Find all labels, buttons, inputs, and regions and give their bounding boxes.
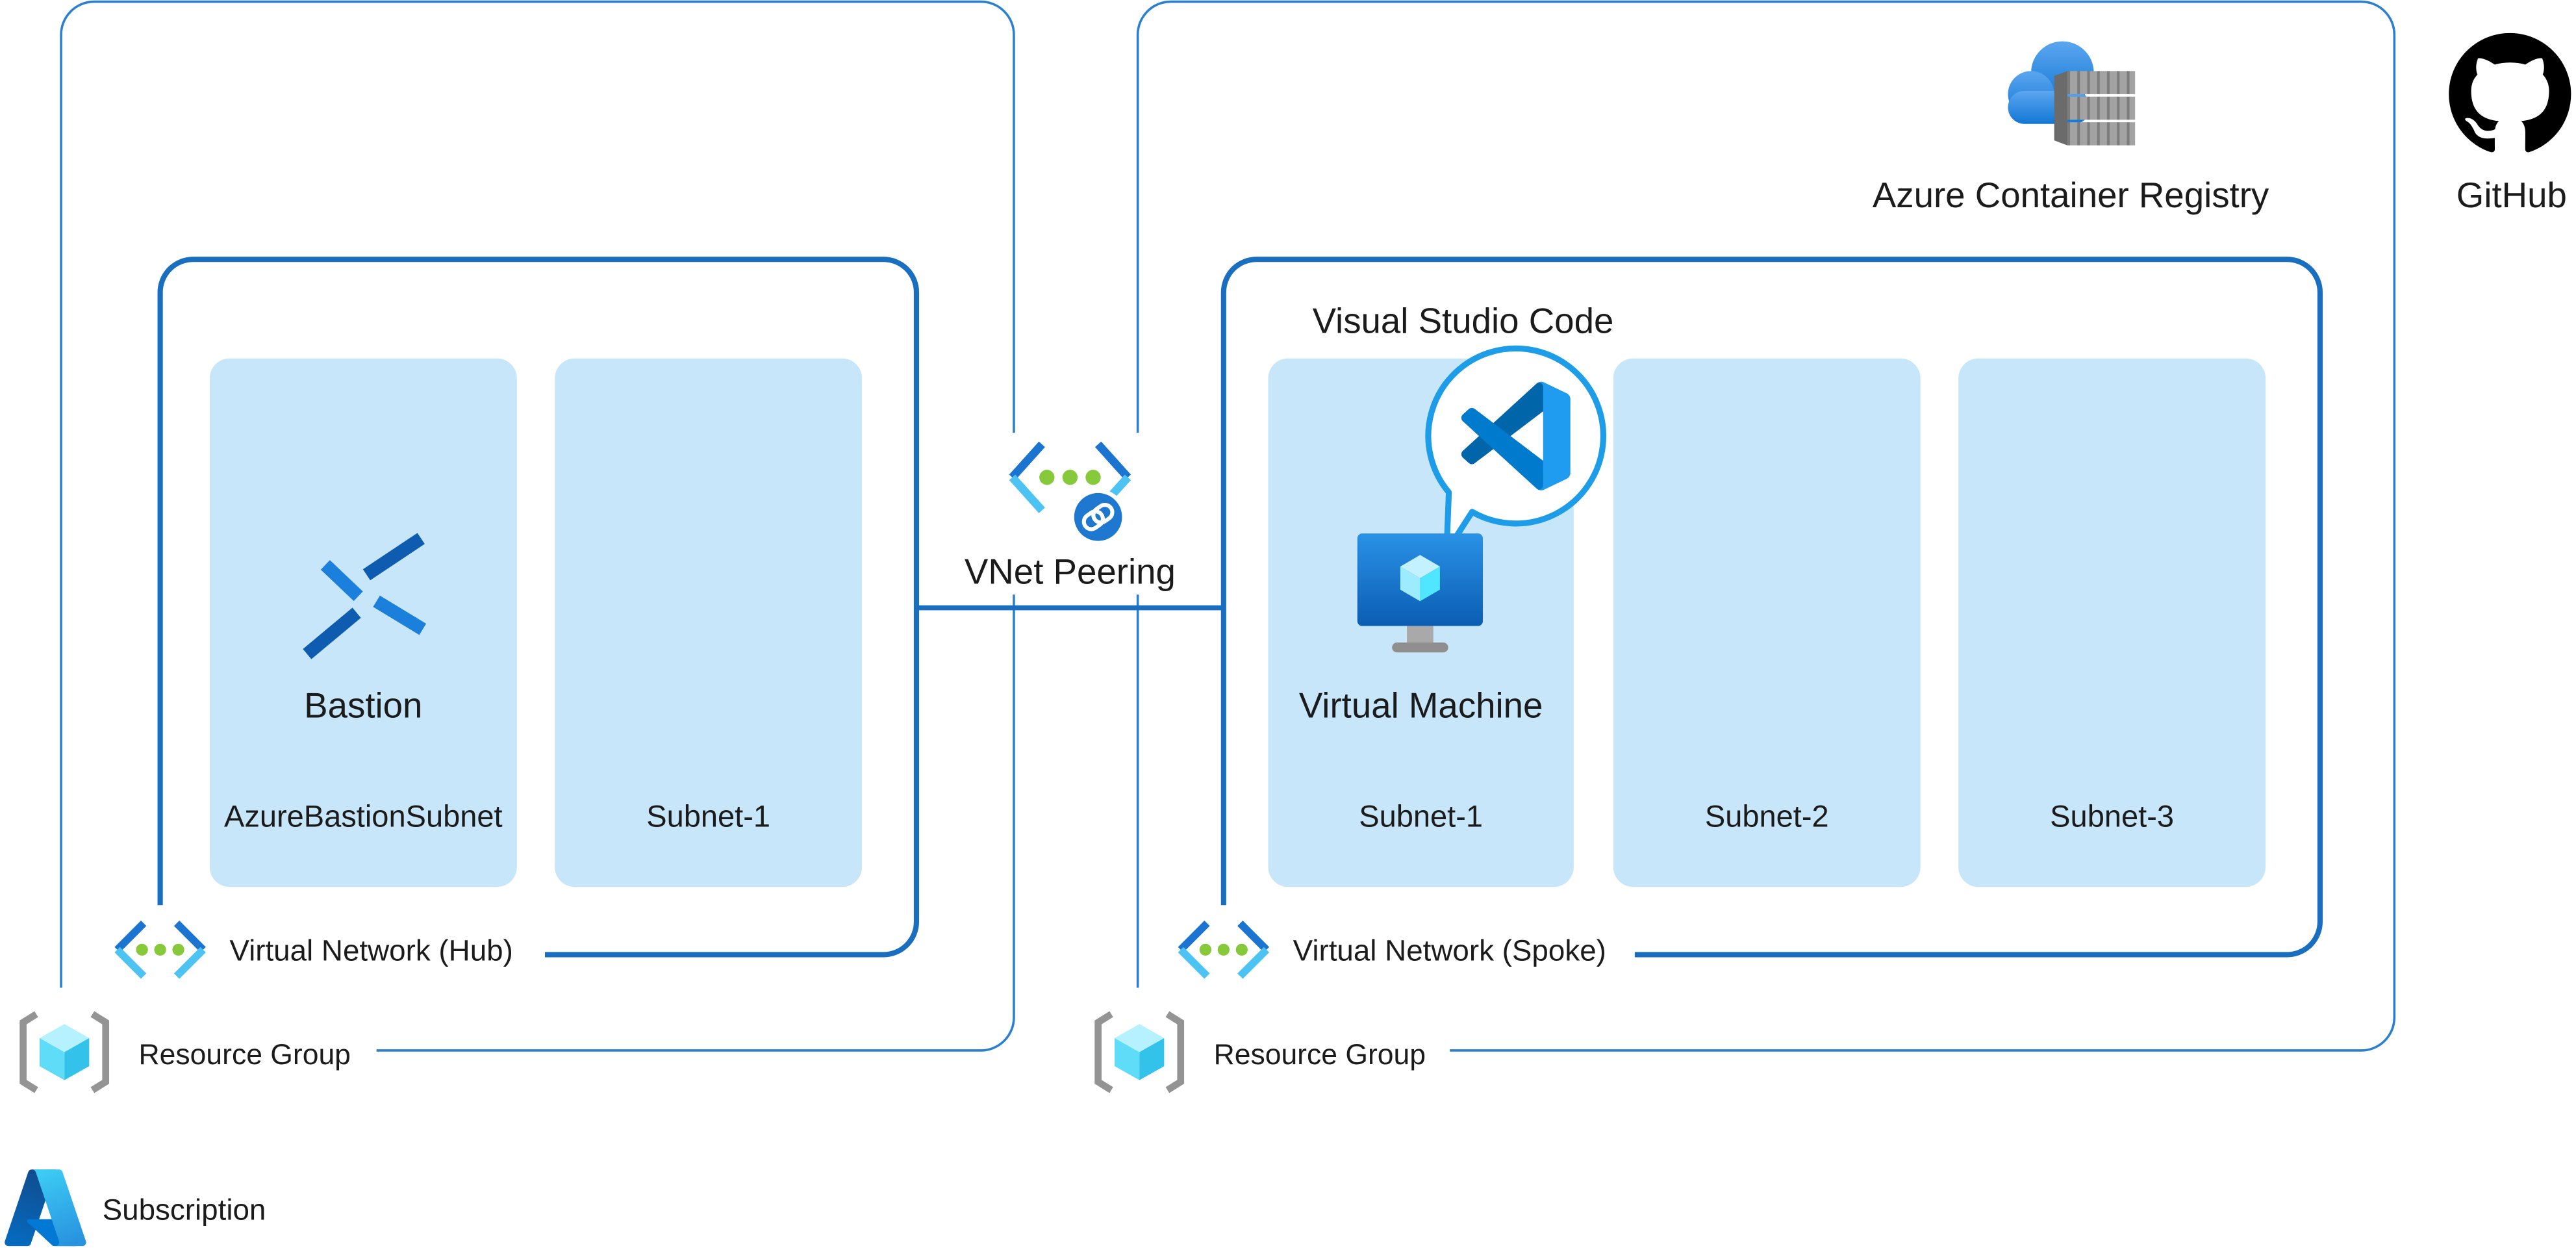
- spoke-virtual-network: Virtual Network (Spoke) Subnet-1 Subnet-…: [1181, 257, 2323, 976]
- github-icon: [2449, 32, 2571, 153]
- github-label: GitHub: [2456, 175, 2567, 215]
- resource-group-label: Resource Group: [139, 1039, 351, 1071]
- virtual-machine-label: Virtual Machine: [1299, 686, 1543, 726]
- spoke-vnet-label: Virtual Network (Spoke): [1293, 934, 1606, 967]
- resource-group-icon: [1098, 1014, 1181, 1090]
- spoke-vnet-boundary: [1220, 257, 2323, 958]
- container-registry: Azure Container Registry: [1873, 41, 2269, 215]
- subnet-label: Subnet-2: [1705, 799, 1829, 834]
- vscode-label: Visual Studio Code: [1313, 301, 1614, 340]
- container-registry-label: Azure Container Registry: [1873, 175, 2269, 215]
- resource-group-boundary: [1136, 0, 2396, 1052]
- bastion-label: Bastion: [304, 686, 422, 726]
- subnet-spoke-2: Subnet-2: [1613, 358, 1921, 887]
- vscode-callout: [1425, 345, 1607, 555]
- link-icon: [1070, 489, 1126, 545]
- vscode-icon: [1461, 381, 1571, 490]
- vnet-peering: VNet Peering: [963, 433, 1178, 595]
- virtual-network-icon: [1181, 923, 1267, 976]
- vnet-peering-label: VNet Peering: [965, 552, 1176, 592]
- subnet-label: AzureBastionSubnet: [224, 799, 503, 834]
- subscription: Subscription: [5, 1169, 266, 1247]
- bastion-icon: [303, 533, 427, 659]
- subnet-label: Subnet-3: [2050, 799, 2174, 834]
- subscription-label: Subscription: [103, 1193, 266, 1227]
- hub-vnet-boundary: [157, 257, 920, 958]
- azure-icon: [5, 1169, 86, 1247]
- subnet-label: Subnet-1: [1359, 799, 1483, 834]
- virtual-network-icon: [118, 923, 203, 976]
- subnet-hub-1: Subnet-1: [555, 358, 863, 887]
- subnet-spoke-3: Subnet-3: [1958, 358, 2266, 887]
- virtual-machine-icon: [1357, 533, 1483, 653]
- subnet-label: Subnet-1: [646, 799, 770, 834]
- hub-vnet-label: Virtual Network (Hub): [229, 934, 512, 967]
- subnet-azurebastionsubnet: Bastion AzureBastionSubnet: [209, 358, 517, 887]
- resource-group-label: Resource Group: [1214, 1039, 1426, 1071]
- github: GitHub: [2449, 32, 2571, 215]
- resource-group-icon: [23, 1014, 106, 1090]
- resource-group-left: Resource Group: [23, 0, 1015, 1090]
- resource-group-right: Resource Group: [1098, 0, 2396, 1090]
- resource-group-boundary: [60, 0, 1015, 1052]
- container-registry-icon: [2008, 41, 2136, 146]
- hub-virtual-network: Virtual Network (Hub) Bastion AzureBasti…: [118, 257, 920, 976]
